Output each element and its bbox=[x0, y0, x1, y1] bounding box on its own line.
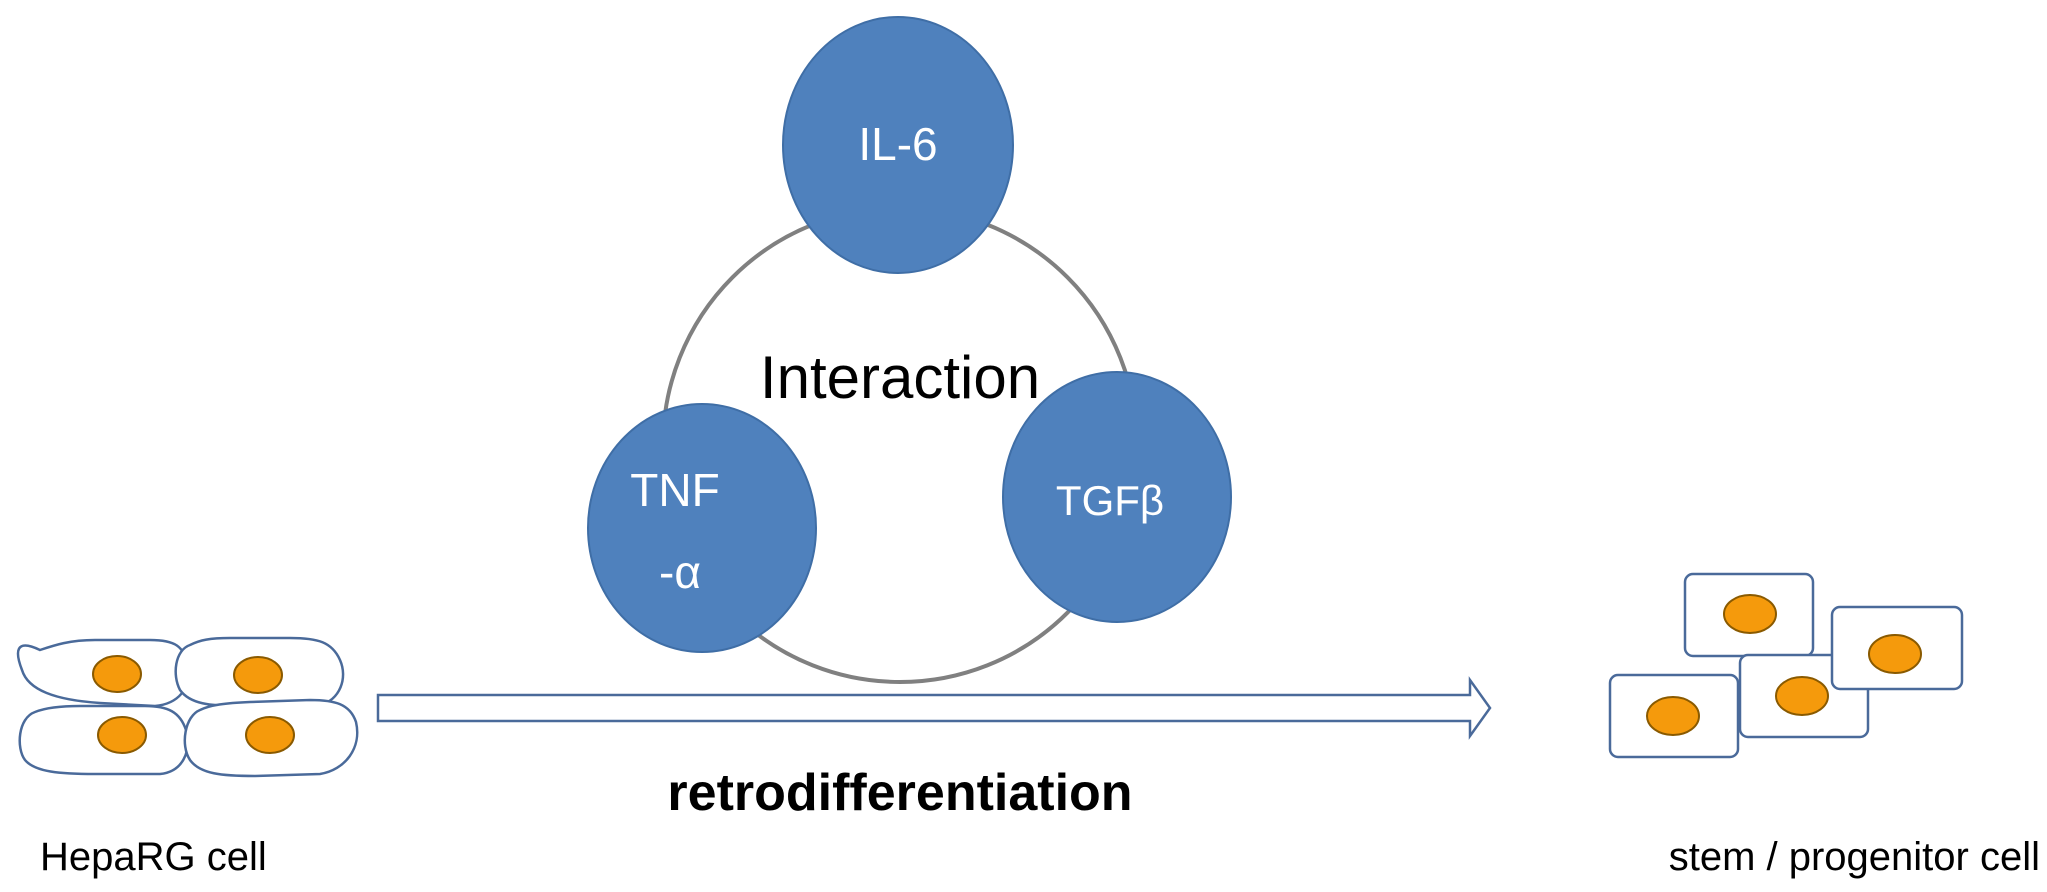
heparg-cell bbox=[183, 698, 359, 778]
tnf-alpha-node: TNF -α bbox=[587, 403, 817, 653]
il6-label: IL-6 bbox=[858, 118, 937, 170]
nucleus bbox=[97, 716, 147, 754]
heparg-cell bbox=[16, 638, 190, 708]
stem-cell bbox=[1608, 673, 1740, 759]
interaction-label: Interaction bbox=[760, 344, 1040, 411]
tnf-alpha-label-line2: -α bbox=[659, 546, 701, 598]
retrodifferentiation-arrow bbox=[376, 676, 1492, 740]
heparg-cell bbox=[18, 704, 189, 776]
tgfb-label: TGFβ bbox=[1056, 477, 1164, 524]
tnf-alpha-label-line1: TNF bbox=[630, 464, 719, 516]
heparg-caption: HepaRG cell bbox=[40, 835, 267, 879]
nucleus bbox=[233, 656, 283, 694]
nucleus bbox=[1868, 634, 1922, 674]
stem-cell bbox=[1830, 605, 1964, 691]
stem-cell-cluster bbox=[1608, 572, 1964, 759]
nucleus bbox=[1723, 594, 1777, 634]
tnf-alpha-circle bbox=[587, 403, 817, 653]
stem-progenitor-caption: stem / progenitor cell bbox=[1669, 835, 2040, 879]
heparg-cell bbox=[174, 636, 345, 708]
tgfb-node: TGFβ bbox=[1002, 371, 1232, 623]
nucleus bbox=[245, 716, 295, 754]
tgfb-circle bbox=[1002, 371, 1232, 623]
il6-circle bbox=[782, 16, 1014, 274]
stem-cell bbox=[1683, 572, 1815, 658]
nucleus bbox=[92, 655, 142, 693]
retrodifferentiation-label: retrodifferentiation bbox=[667, 764, 1132, 822]
il6-node: IL-6 bbox=[782, 16, 1014, 274]
nucleus bbox=[1646, 696, 1700, 736]
heparg-cell-cluster bbox=[16, 636, 359, 778]
nucleus bbox=[1775, 676, 1829, 716]
